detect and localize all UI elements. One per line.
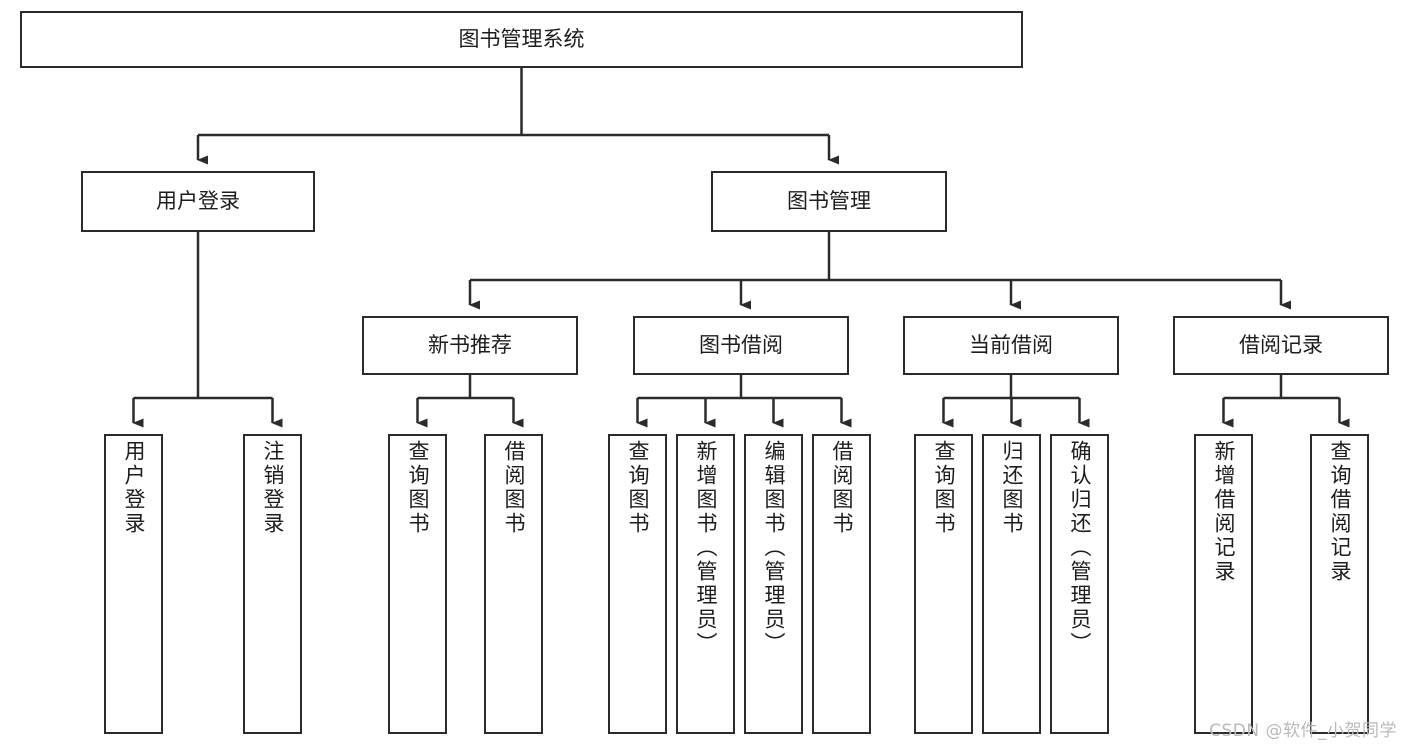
node-borrow[interactable]: 图书借阅 xyxy=(633,316,849,375)
node-leaf-current-return[interactable]: 归还图书 xyxy=(982,434,1041,734)
node-leaf-new-borrow[interactable]: 借阅图书 xyxy=(484,434,543,734)
node-leaf-user-logout[interactable]: 注销登录 xyxy=(243,434,302,734)
node-leaf-borrow-query[interactable]: 查询图书 xyxy=(608,434,667,734)
node-label-leaf-user-logout: 注销登录 xyxy=(261,440,285,536)
node-newbook[interactable]: 新书推荐 xyxy=(362,316,578,375)
node-label-root: 图书管理系统 xyxy=(458,27,585,52)
node-label-leaf-user-login: 用户登录 xyxy=(122,440,146,536)
node-leaf-borrow-lend[interactable]: 借阅图书 xyxy=(812,434,871,734)
node-leaf-new-query[interactable]: 查询图书 xyxy=(388,434,447,734)
node-label-leaf-borrow-edit: 编辑图书（管理员） xyxy=(762,440,786,656)
node-label-current: 当前借阅 xyxy=(969,333,1053,358)
node-bookmgmt[interactable]: 图书管理 xyxy=(711,171,947,232)
node-current[interactable]: 当前借阅 xyxy=(903,316,1119,375)
node-label-leaf-new-borrow: 借阅图书 xyxy=(502,440,526,536)
node-label-login: 用户登录 xyxy=(156,189,240,214)
node-login[interactable]: 用户登录 xyxy=(81,171,315,232)
node-label-leaf-current-query: 查询图书 xyxy=(932,440,956,536)
node-label-leaf-current-return: 归还图书 xyxy=(1000,440,1024,536)
node-root[interactable]: 图书管理系统 xyxy=(20,11,1023,68)
node-label-leaf-current-confirm: 确认归还（管理员） xyxy=(1068,440,1092,656)
node-records[interactable]: 借阅记录 xyxy=(1173,316,1389,375)
node-label-records: 借阅记录 xyxy=(1239,333,1323,358)
node-leaf-record-query[interactable]: 查询借阅记录 xyxy=(1310,434,1369,734)
node-leaf-user-login[interactable]: 用户登录 xyxy=(104,434,163,734)
node-label-leaf-record-query: 查询借阅记录 xyxy=(1328,440,1352,584)
node-label-borrow: 图书借阅 xyxy=(699,333,783,358)
node-leaf-record-add[interactable]: 新增借阅记录 xyxy=(1194,434,1253,734)
node-label-newbook: 新书推荐 xyxy=(428,333,512,358)
node-label-leaf-borrow-add: 新增图书（管理员） xyxy=(694,440,718,656)
node-label-leaf-borrow-lend: 借阅图书 xyxy=(830,440,854,536)
node-label-bookmgmt: 图书管理 xyxy=(787,189,871,214)
node-label-leaf-record-add: 新增借阅记录 xyxy=(1212,440,1236,584)
node-label-leaf-new-query: 查询图书 xyxy=(406,440,430,536)
node-leaf-borrow-edit[interactable]: 编辑图书（管理员） xyxy=(744,434,803,734)
node-leaf-current-query[interactable]: 查询图书 xyxy=(914,434,973,734)
node-leaf-borrow-add[interactable]: 新增图书（管理员） xyxy=(676,434,735,734)
node-leaf-current-confirm[interactable]: 确认归还（管理员） xyxy=(1050,434,1109,734)
node-label-leaf-borrow-query: 查询图书 xyxy=(626,440,650,536)
